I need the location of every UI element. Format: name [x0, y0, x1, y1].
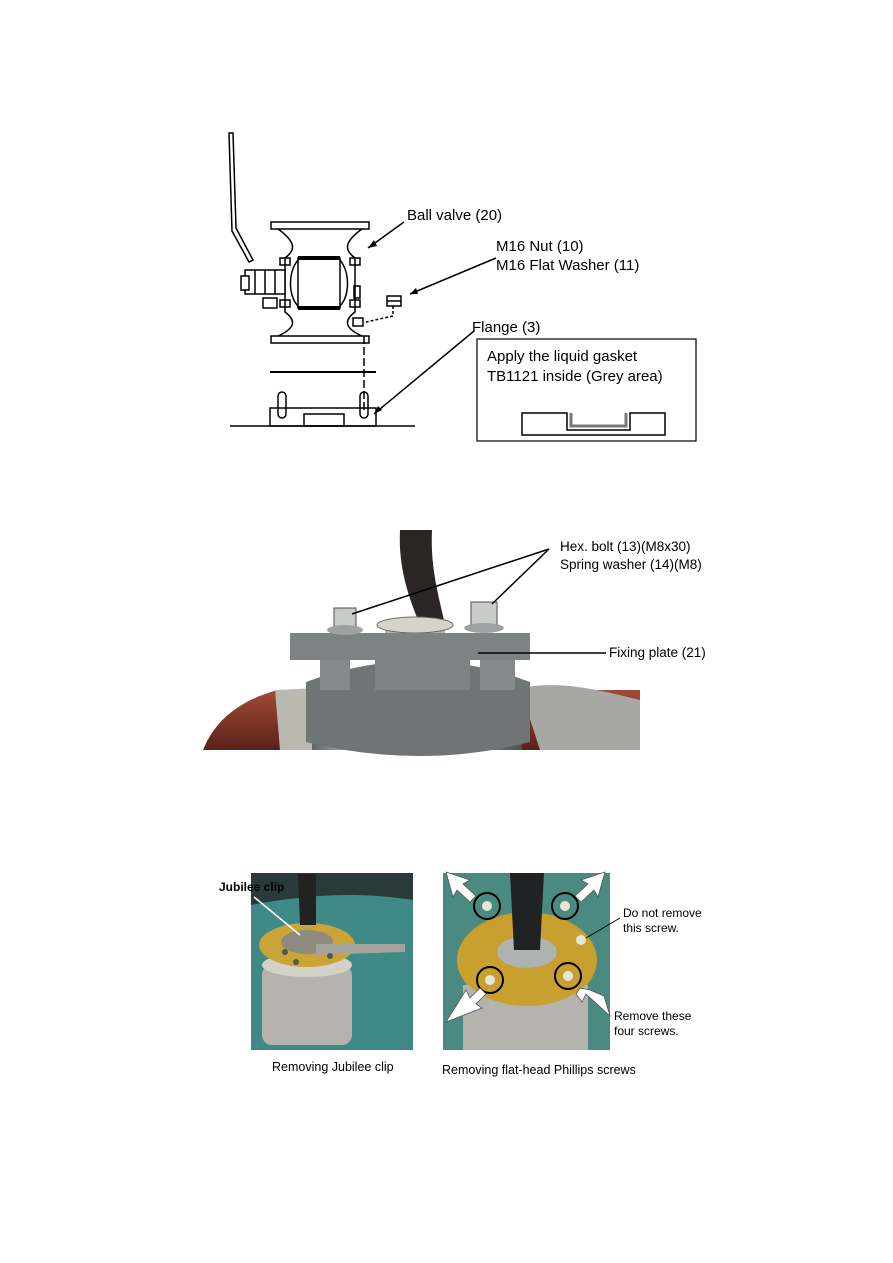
- fixing-plate-label: Fixing plate (21): [609, 645, 706, 660]
- jubilee-clip-caption: Removing Jubilee clip: [272, 1060, 394, 1074]
- flange-label: Flange (3): [472, 319, 541, 336]
- do-not-remove-line2: this screw.: [623, 921, 680, 935]
- ball-valve-label: Ball valve (20): [407, 207, 503, 224]
- jubilee-clip-photo: [251, 873, 413, 1050]
- phillips-screws-photo: [443, 871, 621, 1050]
- jubilee-clip-label: Jubilee clip: [219, 880, 285, 894]
- do-not-remove-line1: Do not remove: [623, 906, 702, 920]
- remove-screws-line1: Remove these: [614, 1009, 692, 1023]
- fixing-plate-image: [203, 530, 640, 756]
- gasket-note-line1: Apply the liquid gasket: [487, 348, 638, 365]
- spring-washer-label: Spring washer (14)(M8): [560, 557, 702, 572]
- valve-drawing: [228, 132, 697, 442]
- nut-label: M16 Nut (10): [496, 238, 584, 255]
- phillips-screws-caption: Removing flat-head Phillips screws: [442, 1063, 636, 1077]
- remove-screws-line2: four screws.: [614, 1024, 679, 1038]
- hex-bolt-label: Hex. bolt (13)(M8x30): [560, 539, 691, 554]
- washer-label: M16 Flat Washer (11): [496, 257, 640, 274]
- gasket-note-line2: TB1121 inside (Grey area): [487, 368, 663, 385]
